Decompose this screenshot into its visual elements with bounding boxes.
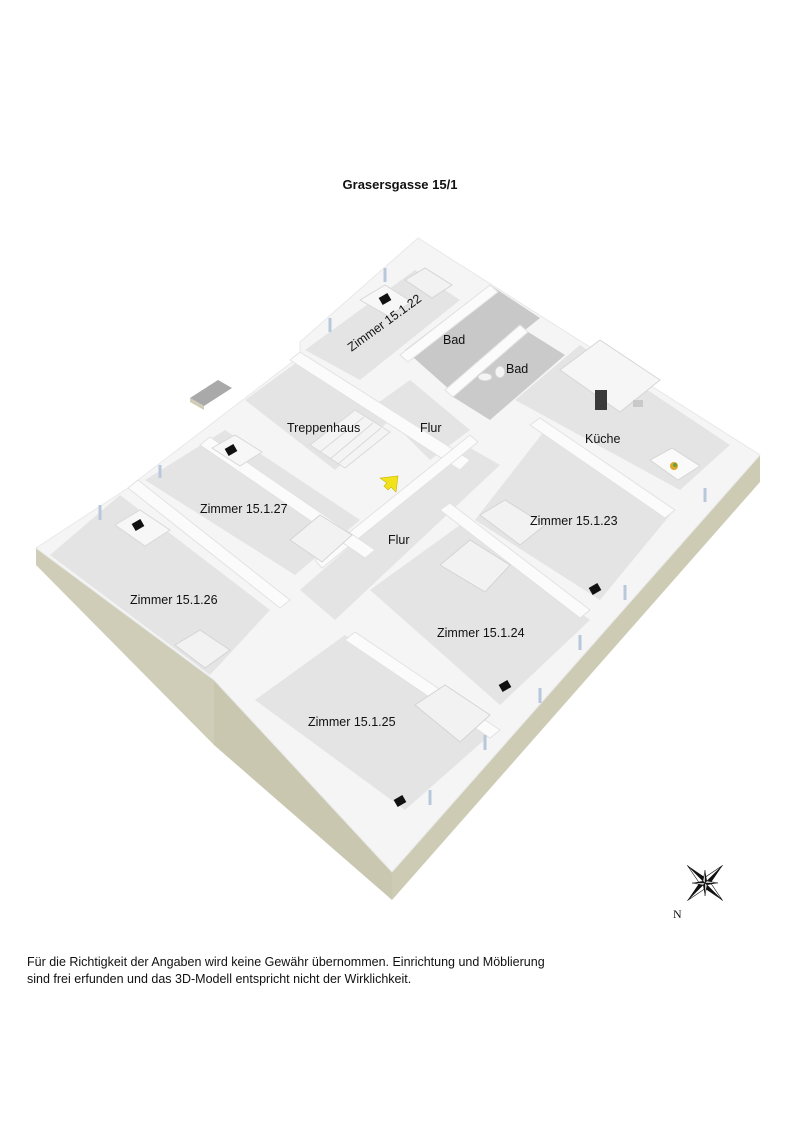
exterior-walls (36, 455, 760, 900)
plan-title: Grasersgasse 15/1 (342, 177, 458, 192)
room-label-zimmer-15-1-25: Zimmer 15.1.25 (308, 715, 396, 729)
desks (114, 284, 602, 807)
position-arrow-icon (379, 475, 399, 493)
room-label-zimmer-15-1-26: Zimmer 15.1.26 (130, 593, 218, 607)
room-label-zimmer-15-1-23: Zimmer 15.1.23 (530, 514, 618, 528)
compass-rose-icon (687, 865, 723, 901)
room-label-bad-1: Bad (443, 333, 466, 347)
room-label-treppenhaus: Treppenhaus (287, 421, 361, 435)
room-label-kueche: Küche (585, 432, 621, 446)
room-label-zimmer-15-1-24: Zimmer 15.1.24 (437, 626, 525, 640)
disclaimer-line-2: sind frei erfunden und das 3D-Modell ent… (27, 972, 412, 986)
disclaimer-text: Für die Richtigkeit der Angaben wird kei… (27, 954, 627, 988)
windows (98, 268, 707, 805)
room-label-flur-lower: Flur (388, 533, 410, 547)
disclaimer-line-1: Für die Richtigkeit der Angaben wird kei… (27, 955, 545, 969)
room-label-zimmer-15-1-27: Zimmer 15.1.27 (200, 502, 288, 516)
beds (174, 267, 546, 743)
balcony-steps (190, 380, 232, 410)
kitchen-fixtures (559, 339, 701, 481)
bathroom-fixtures (477, 365, 506, 382)
room-label-bad-2: Bad (506, 362, 529, 376)
interior-walls (127, 284, 676, 739)
compass-north-label: N (673, 907, 682, 921)
stairs (309, 409, 391, 469)
room-label-flur-upper: Flur (420, 421, 442, 435)
